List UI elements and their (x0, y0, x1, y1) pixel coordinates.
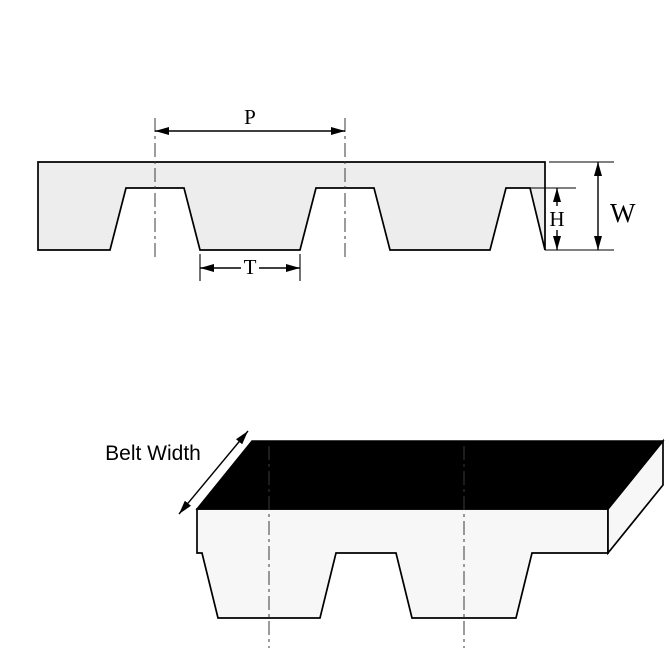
tooth-height-label: H (549, 207, 564, 231)
belt-profile (37, 161, 546, 251)
belt-3d-view: Belt Width (105, 430, 665, 648)
tooth-width-dimension: T (199, 254, 301, 281)
belt-thickness-label: W (610, 198, 636, 228)
tooth-width-label: T (244, 255, 257, 279)
tooth-height-dimension: H (530, 187, 576, 250)
belt-width-label: Belt Width (105, 442, 201, 465)
pitch-label: P (244, 105, 256, 129)
belt-thickness-dimension: W (545, 161, 636, 251)
belt-top-surface (195, 440, 665, 510)
pitch-dimension: P (155, 105, 345, 135)
belt-cross-section: P T H W (37, 105, 636, 281)
belt-front-face (196, 508, 609, 619)
belt-width-arrow (178, 430, 249, 515)
